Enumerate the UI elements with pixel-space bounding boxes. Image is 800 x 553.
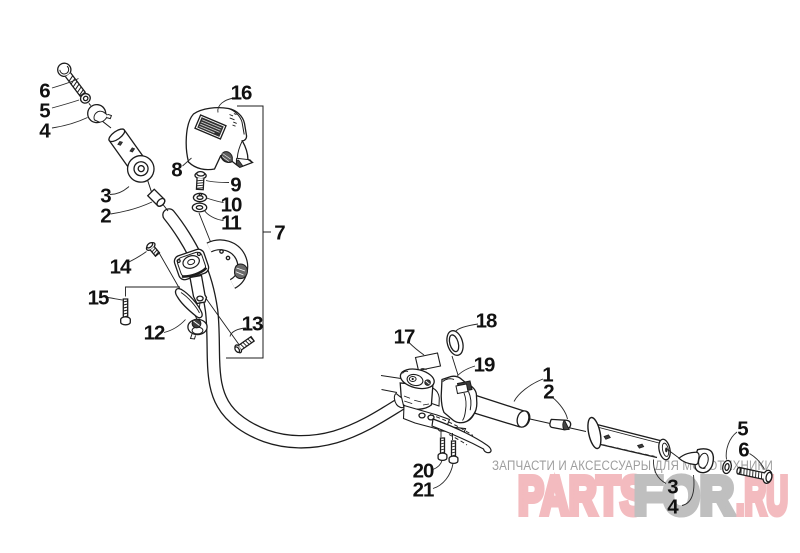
svg-text:7: 7: [274, 222, 285, 245]
svg-text:21: 21: [413, 479, 434, 502]
svg-text:19: 19: [474, 354, 495, 377]
svg-text:15: 15: [88, 287, 109, 310]
svg-text:8: 8: [171, 159, 182, 182]
svg-text:13: 13: [242, 313, 263, 336]
svg-text:PARTS: PARTS: [518, 466, 646, 526]
svg-text:3: 3: [100, 185, 111, 208]
svg-text:17: 17: [394, 326, 415, 349]
svg-text:FOR: FOR: [634, 466, 734, 526]
svg-text:18: 18: [476, 310, 497, 333]
svg-text:11: 11: [221, 212, 241, 235]
svg-text:2: 2: [100, 205, 111, 228]
svg-text:2: 2: [543, 381, 554, 404]
svg-text:6: 6: [39, 80, 50, 103]
svg-text:6: 6: [738, 439, 749, 462]
svg-text:20: 20: [413, 460, 434, 483]
svg-text:10: 10: [221, 194, 242, 217]
svg-text:1: 1: [542, 364, 553, 387]
svg-text:4: 4: [667, 496, 679, 519]
svg-text:5: 5: [737, 418, 748, 441]
svg-text:14: 14: [110, 256, 132, 279]
svg-text:12: 12: [144, 322, 165, 345]
svg-text:5: 5: [39, 100, 50, 123]
svg-text:3: 3: [667, 476, 678, 499]
svg-text:4: 4: [39, 120, 51, 143]
svg-text:16: 16: [231, 82, 252, 105]
svg-text:9: 9: [230, 174, 241, 197]
